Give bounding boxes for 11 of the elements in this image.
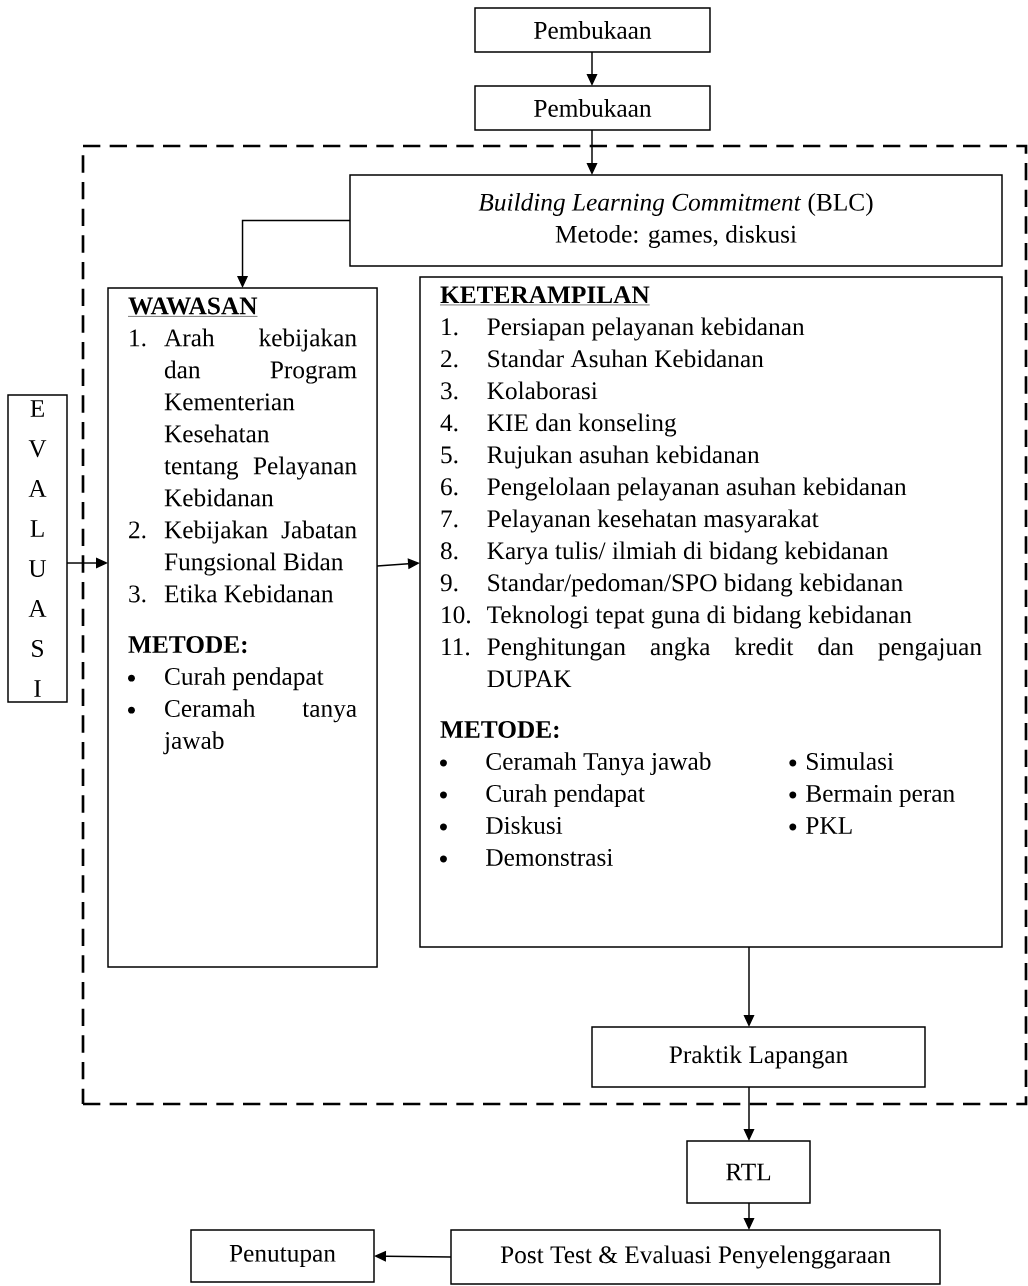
- process-box: Pembukaan: [474, 7, 711, 53]
- vertical-label-box: EVALUASI: [7, 394, 68, 703]
- process-box: Post Test & Evaluasi Penyelenggaraan: [450, 1229, 941, 1285]
- process-box: RTL: [686, 1140, 811, 1204]
- content-box: KETERAMPILAN 1. Persiapan pelayanan kebidanan 2. Standar Asuhan Kebidanan 3. Kolaborasi 4. KIE dan konseling 5. Rujukan asuhan kebidanan 6. Pengelolaan pelayanan asuhan kebidanan 7. Pelayanan kesehatan masyarakat 8. Karya tulis/ ilmiah di bidang kebidanan 9. Standar/pedoman/SPO bidang kebidanan 10. Teknologi tepat guna di bidang kebidanan 11. Penghitungan angka kredit dan pengajuan DUPAK METODE: Ceramah Tanya jawab Curah pendapat Diskusi Demonstrasi Simulasi Bermain peran PKL: [419, 276, 1003, 948]
- dashed-frame: [81, 144, 1028, 1106]
- process-box: Pembukaan: [474, 85, 711, 131]
- content-box: WAWASAN 1. Arah kebijakan dan Program Kementerian Kesehatan tentang Pelayanan Kebidanan 2. Kebijakan Jabatan Fungsional Bidan 3. Etika Kebidanan METODE: Curah pendapat Ceramah tanya jawab: [107, 287, 378, 968]
- process-box: Penutupan: [190, 1229, 375, 1283]
- process-box: Praktik Lapangan: [591, 1026, 926, 1088]
- process-box: Building Learning Commitment (BLC) Metode: games, diskusi: [349, 174, 1003, 267]
